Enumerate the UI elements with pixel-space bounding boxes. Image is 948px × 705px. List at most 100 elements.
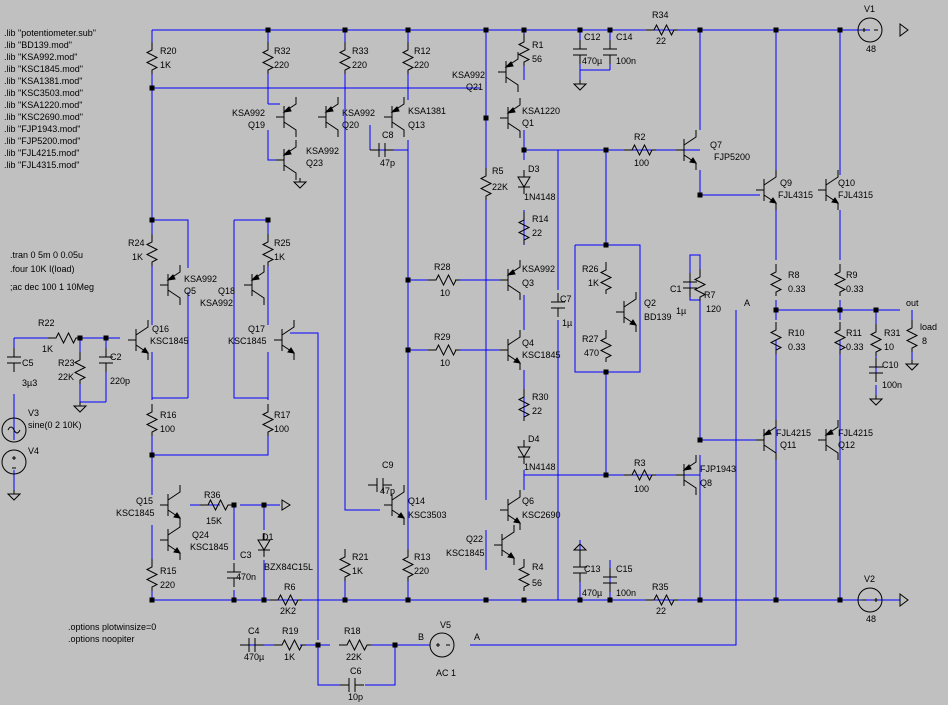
- r5-ref: R5: [492, 166, 504, 176]
- ground-symbols: [7, 79, 919, 560]
- load-ref: load: [920, 322, 937, 332]
- r7-ref: R7: [704, 290, 716, 300]
- c12-ref: C12: [584, 32, 601, 42]
- q6-ref: Q6: [522, 496, 534, 506]
- r16-ref: R16: [160, 410, 177, 420]
- q12-model: FJL4215: [838, 428, 873, 438]
- q15-model: KSC1845: [116, 508, 155, 518]
- c12-value: 470µ: [582, 56, 602, 66]
- lib-directive: .lib "KSA1381.mod": [4, 76, 82, 86]
- q20-ref: Q20: [342, 120, 359, 130]
- r8-ref: R8: [788, 270, 800, 280]
- q7-ref: Q7: [710, 140, 722, 150]
- q21-model: KSA992: [452, 70, 485, 80]
- lib-directive: .lib "KSA1220.mod": [4, 100, 82, 110]
- options-directive: .options noopiter: [68, 634, 135, 644]
- r3-ref: R3: [634, 458, 646, 468]
- c10-ref: C10: [882, 360, 899, 370]
- c5-value: 3µ3: [22, 378, 37, 388]
- r10-ref: R10: [788, 328, 805, 338]
- r16-value: 100: [160, 424, 175, 434]
- v4-ref: V4: [28, 446, 39, 456]
- r9-ref: R9: [846, 270, 858, 280]
- r4-value: 56: [532, 578, 542, 588]
- r24-ref: R24: [128, 238, 145, 248]
- q4-model: KSC1845: [522, 350, 561, 360]
- d1-ref: D1: [262, 532, 274, 542]
- q15-ref: Q15: [136, 496, 153, 506]
- r31-value: 10: [884, 342, 894, 352]
- lib-directive: .lib "FJL4215.mod": [4, 148, 79, 158]
- lib-directive: .lib "potentiometer.sub": [4, 28, 96, 38]
- c14-ref: C14: [616, 32, 633, 42]
- r2-value: 100: [634, 158, 649, 168]
- c4-value: 470µ: [244, 652, 264, 662]
- c3-ref: C3: [240, 550, 252, 560]
- r35-ref: R35: [652, 582, 669, 592]
- r13-value: 220: [414, 566, 429, 576]
- c9-value: 47p: [380, 486, 395, 496]
- v1-value: 48: [866, 44, 876, 54]
- v1-ref: V1: [864, 4, 875, 14]
- r14-value: 22: [532, 228, 542, 238]
- r33-value: 220: [352, 60, 367, 70]
- c13-value: 470µ: [582, 588, 602, 598]
- c13-ref: C13: [584, 564, 601, 574]
- c1-value: 1µ: [676, 306, 686, 316]
- v2-value: 48: [866, 614, 876, 624]
- q23-ref: Q23: [306, 158, 323, 168]
- q17-model: KSC1845: [228, 336, 267, 346]
- q2-model: BD139: [644, 312, 672, 322]
- q18-model: KSA992: [200, 298, 233, 308]
- r23-ref: R23: [58, 358, 75, 368]
- net-a-label-2: A: [474, 632, 480, 642]
- r12-value: 220: [414, 60, 429, 70]
- c3-value: 470n: [236, 572, 256, 582]
- r15-value: 220: [160, 580, 175, 590]
- v2-ref: V2: [864, 574, 875, 584]
- q8-model: FJP1943: [700, 464, 736, 474]
- q11-ref: Q11: [780, 440, 796, 450]
- r9-value: 0.33: [846, 284, 864, 294]
- q23-model: KSA992: [306, 146, 339, 156]
- d1-model: BZX84C15L: [264, 562, 313, 572]
- r33-ref: R33: [352, 46, 369, 56]
- v5-ref: V5: [440, 620, 451, 630]
- c15-value: 100n: [616, 588, 636, 598]
- r23-value: 22K: [58, 372, 74, 382]
- q5-model: KSA992: [184, 274, 217, 284]
- r35-value: 22: [656, 606, 666, 616]
- r21-ref: R21: [352, 552, 369, 562]
- q9-model: FJL4315: [778, 190, 813, 200]
- r4-ref: R4: [532, 562, 544, 572]
- r28-value: 10: [440, 288, 450, 298]
- source-symbols: [1, 17, 909, 658]
- r29-value: 10: [440, 358, 450, 368]
- r6-value: 2K2: [280, 606, 296, 616]
- c2-ref: C2: [110, 352, 122, 362]
- capacitor-labels: C12 470µ C14 100n C8 47p C5 3µ3 C2 220p …: [22, 32, 902, 702]
- r34-ref: R34: [652, 10, 669, 20]
- q3-ref: Q3: [522, 278, 534, 288]
- q4-ref: Q4: [522, 338, 534, 348]
- r1-value: 56: [532, 54, 542, 64]
- r27-value: 470: [584, 348, 599, 358]
- q9-ref: Q9: [780, 178, 792, 188]
- q24-model: KSC1845: [190, 542, 229, 552]
- q21-ref: Q21: [466, 82, 483, 92]
- q19-ref: Q19: [248, 120, 265, 130]
- q16-model: KSC1845: [150, 336, 189, 346]
- r11-ref: R11: [846, 328, 862, 338]
- c15-ref: C15: [616, 564, 633, 574]
- q1-model: KSA1220: [522, 106, 560, 116]
- c2-value: 220p: [110, 376, 130, 386]
- q24-ref: Q24: [192, 530, 209, 540]
- lib-directive: .lib "FJP5200.mod": [4, 136, 80, 146]
- wire-net: [13, 29, 913, 686]
- r25-value: 1K: [274, 252, 285, 262]
- r8-value: 0.33: [788, 284, 806, 294]
- c4-ref: C4: [248, 626, 260, 636]
- c10-value: 100n: [882, 380, 902, 390]
- lib-directive: .lib "KSC3503.mod": [4, 88, 83, 98]
- resistor-labels: R20 1K R32 220 R33 220 R12 220 R1 56 R34…: [38, 10, 901, 662]
